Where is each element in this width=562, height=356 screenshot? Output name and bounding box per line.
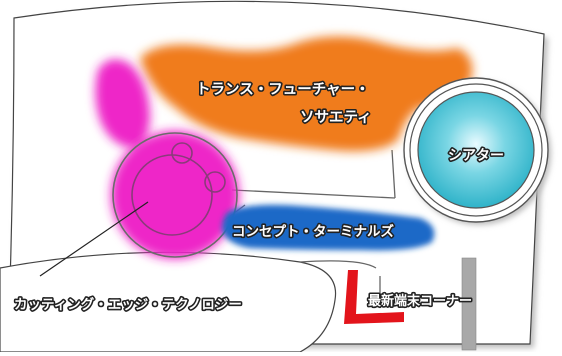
zone-cutting-edge-technology[interactable]: [95, 59, 239, 259]
zone-concept-terminals[interactable]: [222, 204, 435, 251]
label-theater: シアター: [448, 148, 504, 164]
label-trans-future-society-line2: ソサエティ: [300, 109, 372, 126]
pink-zone-walls: [112, 132, 238, 258]
label-latest-terminal-corner: 最新端末コーナー: [368, 293, 472, 309]
label-concept-terminals: コンセプト・ターミナルズ: [232, 223, 394, 240]
zone-labels: トランス・フューチャー・ ソサエティ シアター コンセプト・ターミナルズ カッテ…: [12, 79, 505, 314]
label-cutting-edge-technology: カッティング・エッジ・テクノロジー: [14, 296, 242, 313]
zone-trans-future-society[interactable]: [140, 36, 473, 152]
zone-latest-terminal-corner[interactable]: [344, 270, 404, 324]
label-trans-future-society-line1: トランス・フューチャー・: [196, 81, 370, 98]
zone-theater[interactable]: [403, 77, 551, 225]
leader-line: [39, 201, 149, 277]
pillar: [461, 257, 477, 351]
